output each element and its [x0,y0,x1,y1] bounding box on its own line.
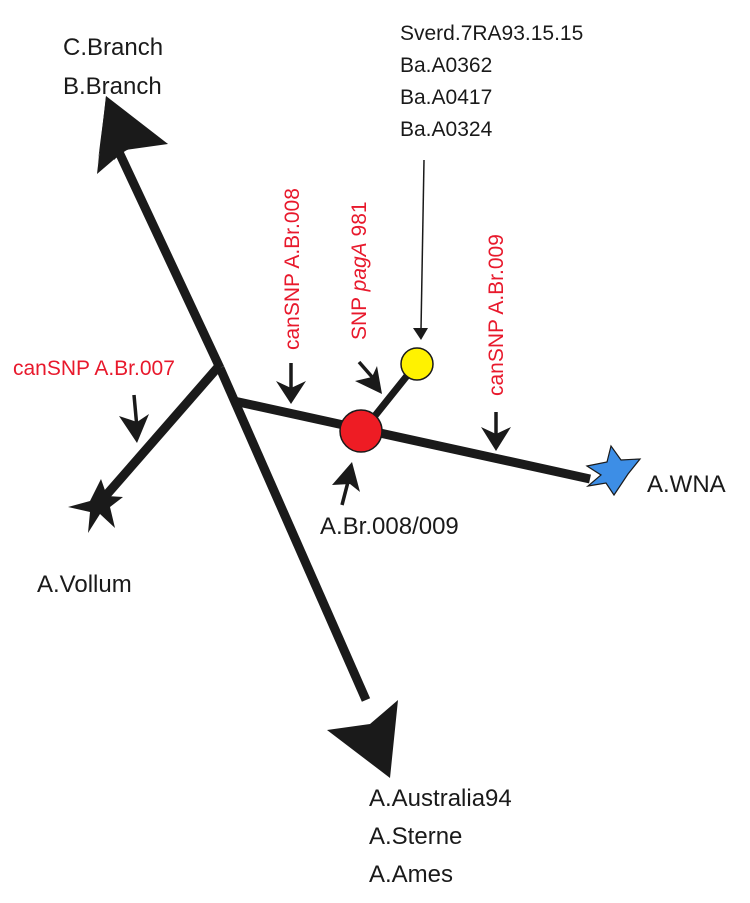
label-yellow-strain-1: Sverd.7RA93.15.15 [400,22,583,45]
arrow-a-br-007-icon [119,394,149,443]
red-node-icon [339,409,383,453]
snp-paga-prefix: SNP [348,291,371,340]
label-node-a-br-008-009: A.Br.008/009 [320,513,459,540]
vollum-star-icon [68,479,123,533]
label-c-branch: C.Branch [63,34,163,61]
vollum-branch [98,363,223,503]
label-yellow-strain-3: Ba.A0417 [400,86,492,109]
label-a-ames: A.Ames [369,861,453,888]
yellow-node-icon [400,347,434,381]
snp-label-a-br-009: canSNP A.Br.009 [485,234,508,396]
arrow-node-label-icon [332,462,360,506]
label-b-branch: B.Branch [63,73,162,100]
arrow-a-br-008-icon [276,363,306,404]
wna-branch [233,396,591,484]
main-branch-upper [113,148,225,370]
label-a-australia94: A.Australia94 [369,785,512,812]
wna-star-icon [585,444,642,497]
label-yellow-strain-2: Ba.A0362 [400,54,492,77]
label-a-sterne: A.Sterne [369,823,462,850]
label-yellow-strain-4: Ba.A0324 [400,118,493,141]
snp-label-a-br-008: canSNP A.Br.008 [281,188,304,350]
snp-label-paga-981: SNP pagA 981 [348,201,371,340]
snp-paga-gene: pagA [348,242,371,292]
label-a-wna: A.WNA [647,471,726,498]
main-branch-lower [215,366,371,702]
label-a-vollum: A.Vollum [37,571,132,598]
arrow-paga-icon [355,360,382,394]
snp-paga-suffix: 981 [348,201,371,242]
arrowhead-down-icon [327,700,398,778]
pointer-yellow-node-icon [413,159,428,340]
arrowhead-up-icon-body [97,96,168,174]
snp-label-a-br-007: canSNP A.Br.007 [13,357,175,380]
arrow-a-br-009-icon [481,412,511,451]
